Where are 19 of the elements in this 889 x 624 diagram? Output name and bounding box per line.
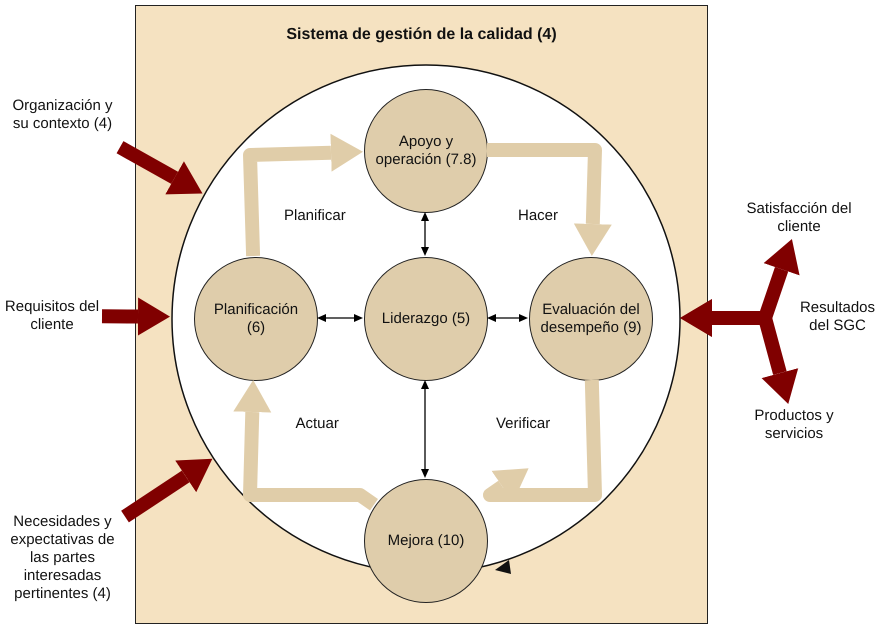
- flow-label: Organización y su contexto (4): [5, 80, 120, 150]
- result-label: Resultados del SGC: [798, 298, 876, 336]
- double-arrow: [317, 314, 363, 322]
- double-arrow: [487, 314, 528, 322]
- arrow: [233, 380, 378, 510]
- arrow: [243, 134, 363, 256]
- flow-label: Productos y servicios: [735, 404, 853, 446]
- flow-label: Requisitos del cliente: [2, 296, 102, 336]
- arrow: [487, 143, 612, 256]
- panel-title: Sistema de gestión de la calidad (4): [285, 26, 558, 44]
- flow-label: Satisfacción del cliente: [735, 197, 863, 239]
- arrow: [483, 380, 602, 502]
- flow-label: Necesidades y expectativas de las partes interesadas pertinentes (4): [0, 497, 125, 619]
- arrow: [102, 298, 170, 336]
- system-panel: [135, 5, 708, 624]
- double-arrow: [421, 212, 429, 256]
- double-arrow: [421, 380, 429, 478]
- edge-label: Actuar: [292, 414, 342, 432]
- double-arrow: [680, 299, 798, 404]
